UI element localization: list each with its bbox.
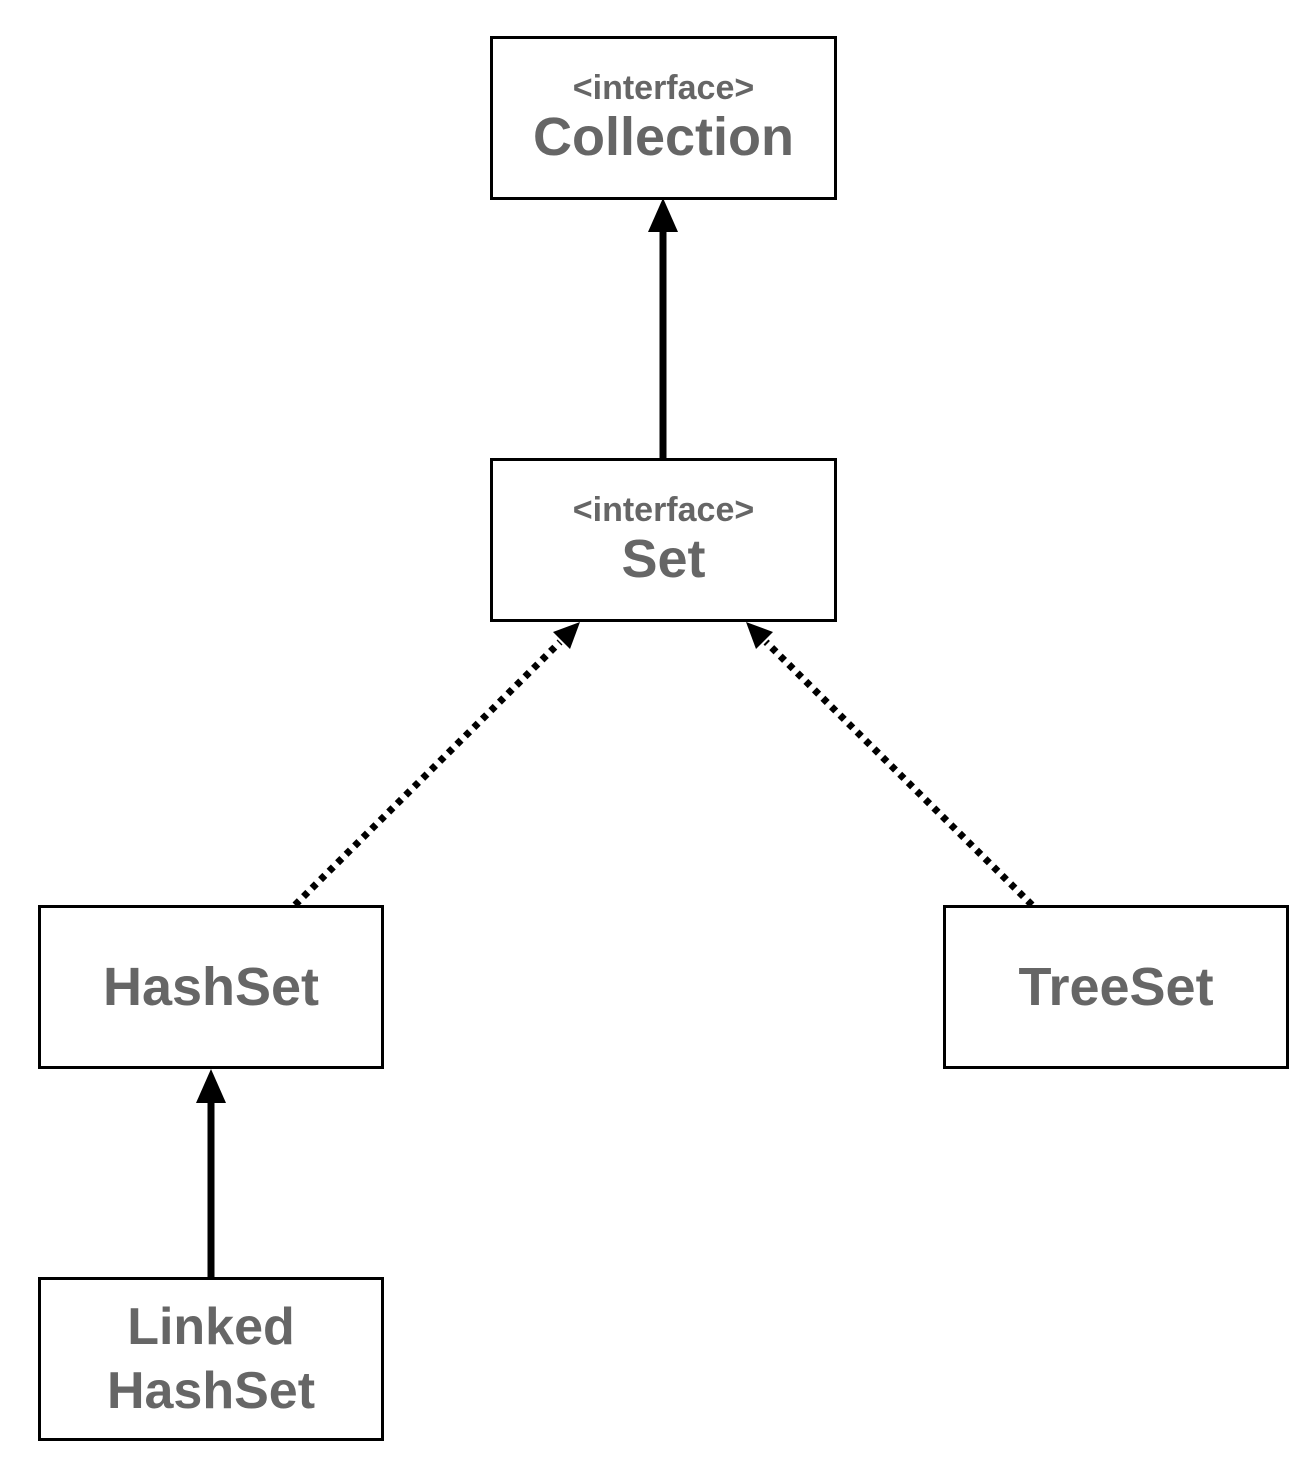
set-interface-box: <interface> Set	[490, 458, 837, 622]
treeset-name: TreeSet	[1018, 957, 1214, 1017]
edge-hashset-to-set	[292, 622, 580, 908]
collection-interface-box: <interface> Collection	[490, 36, 837, 200]
linkedhashset-name-line2: HashSet	[106, 1362, 316, 1420]
collection-name: Collection	[532, 107, 794, 167]
edge-set-to-collection	[648, 198, 678, 458]
edge-treeset-to-set	[746, 622, 1035, 908]
edge-linkedhashset-to-hashset	[196, 1069, 226, 1277]
collection-stereotype: <interface>	[572, 69, 755, 107]
set-stereotype: <interface>	[572, 491, 755, 529]
linkedhashset-class-box: Linked HashSet	[38, 1277, 384, 1441]
set-name: Set	[621, 529, 706, 589]
treeset-class-box: TreeSet	[943, 905, 1289, 1069]
linkedhashset-name-line1: Linked	[127, 1298, 295, 1356]
hashset-class-box: HashSet	[38, 905, 384, 1069]
hashset-name: HashSet	[102, 957, 320, 1017]
